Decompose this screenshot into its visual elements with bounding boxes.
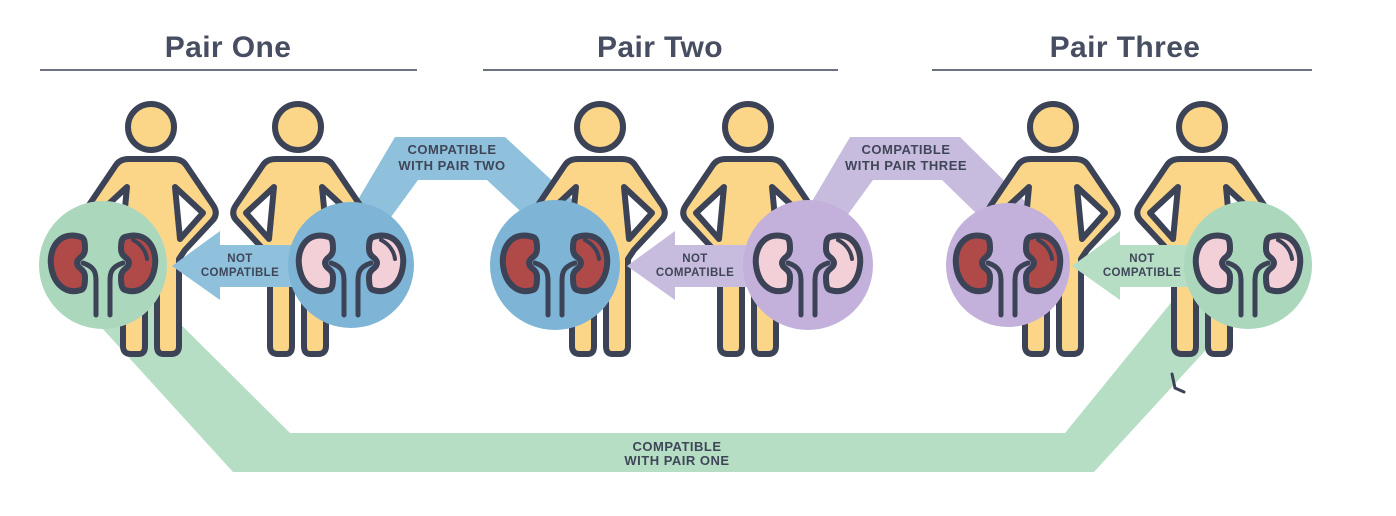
- not-compatible-arrow-pair-one: NOT COMPATIBLE: [172, 231, 317, 300]
- stray-mark: [1170, 372, 1186, 394]
- compatible-pair-one-label-line1: COMPATIBLE: [632, 439, 721, 454]
- kidney-circle-pair-one-recipient: [39, 201, 167, 329]
- pair-one-title: Pair One: [165, 31, 292, 64]
- compatible-pair-one-label-line2: WITH PAIR ONE: [624, 453, 729, 468]
- circle-purple: [743, 200, 873, 330]
- kidney-circle-pair-one-donor: [288, 202, 414, 328]
- not-arrow-shape: [172, 231, 317, 300]
- not-arrow-shape: [627, 231, 772, 300]
- compatible-pair-three-label-line2: WITH PAIR THREE: [845, 158, 967, 173]
- pair-two-title: Pair Two: [597, 31, 723, 64]
- people: [86, 104, 1267, 354]
- purple-band-shape: [788, 137, 1052, 252]
- pair-three-title: Pair Three: [1050, 31, 1201, 64]
- compatible-pair-two-label-line1: COMPATIBLE: [407, 142, 496, 157]
- not-compatible-label-line2: COMPATIBLE: [656, 267, 734, 279]
- not-compatible-label-line2: COMPATIBLE: [1103, 267, 1181, 279]
- not-compatible-label-line1: NOT: [682, 253, 707, 265]
- not-compatible-arrow-pair-two: NOT COMPATIBLE: [627, 231, 772, 300]
- not-arrow-shape: [1072, 231, 1217, 300]
- kidney-circles: [39, 200, 1312, 330]
- kidney-circle-pair-two-donor: [743, 200, 873, 330]
- compatible-pair-three-label-line1: COMPATIBLE: [861, 142, 950, 157]
- kidney-circle-pair-two-recipient: [490, 200, 620, 330]
- arrow-compatible-with-pair-three: COMPATIBLE WITH PAIR THREE: [788, 137, 1052, 252]
- not-compatible-arrow-pair-three: NOT COMPATIBLE: [1072, 231, 1217, 300]
- pair-headings: Pair One Pair Two Pair Three: [40, 31, 1312, 71]
- kidney-circle-pair-three-donor: [1184, 201, 1312, 329]
- kidney-circle-pair-three-recipient: [946, 203, 1070, 327]
- circle-blue: [490, 200, 620, 330]
- not-compatible-label-line1: NOT: [227, 253, 252, 265]
- not-compatible-label-line1: NOT: [1129, 253, 1154, 265]
- arrow-compatible-with-pair-one: COMPATIBLE WITH PAIR ONE: [72, 262, 1247, 472]
- not-compatible-label-line2: COMPATIBLE: [201, 267, 279, 279]
- not-compatible-arrows: NOT COMPATIBLE NOT COMPATIBLE NOT COMPAT…: [172, 231, 1217, 300]
- compatible-pair-two-label-line2: WITH PAIR TWO: [398, 158, 505, 173]
